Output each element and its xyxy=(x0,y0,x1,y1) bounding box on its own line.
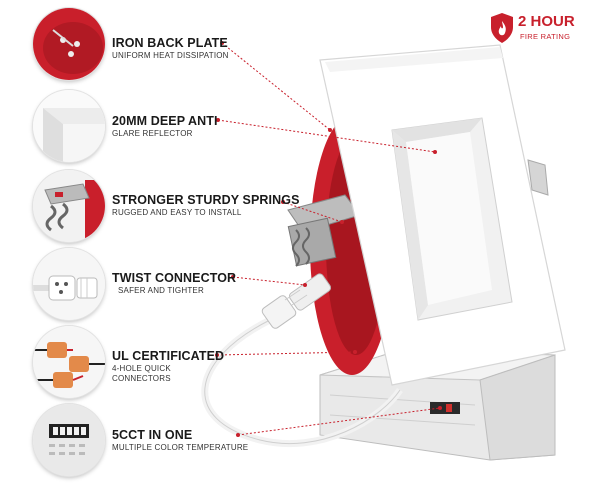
fire-rating-badge: 2 HOUR FIRE RATING xyxy=(489,12,599,48)
badge-subtitle: FIRE RATING xyxy=(520,32,571,41)
feature-springs: STRONGER STURDY SPRINGS RUGGED AND EASY … xyxy=(112,193,300,218)
spring-clip-icon xyxy=(33,170,105,242)
cct-switch-icon xyxy=(33,404,105,476)
wire-connector-icon xyxy=(33,326,105,398)
feature-subtitle: GLARE REFLECTOR xyxy=(112,129,193,138)
feature-subtitle: MULTIPLE COLOR TEMPERATURE xyxy=(112,443,249,452)
spring-clip xyxy=(287,194,361,267)
feature-subtitle: SAFER AND TIGHTER xyxy=(118,286,204,295)
twist-connector-icon xyxy=(33,248,105,320)
fire-shield-icon xyxy=(491,13,513,43)
twist-connector xyxy=(261,273,332,329)
iron-back-plate-icon xyxy=(33,8,105,80)
badge-title: 2 HOUR xyxy=(518,13,575,30)
cct-switch xyxy=(430,402,460,414)
feature-5cct: 5CCT IN ONE MULTIPLE COLOR TEMPERATURE xyxy=(112,428,248,453)
feature-twist-connector: TWIST CONNECTOR SAFER AND TIGHTER xyxy=(112,271,236,296)
feature-iron-back-plate: IRON BACK PLATE UNIFORM HEAT DISSIPATION xyxy=(112,36,229,61)
feature-title: 5CCT IN ONE xyxy=(112,428,193,442)
feature-title: UL CERTIFICATED xyxy=(112,349,225,363)
feature-title: 20MM DEEP ANTI xyxy=(112,114,218,128)
feature-subtitle: RUGGED AND EASY TO INSTALL xyxy=(112,208,242,217)
leader-lines xyxy=(216,42,441,436)
feature-subtitle: 4-HOLE QUICK CONNECTORS xyxy=(112,364,171,383)
feature-title: TWIST CONNECTOR xyxy=(112,271,237,285)
feature-ul-certificated: UL CERTIFICATED 4-HOLE QUICK CONNECTORS xyxy=(112,349,224,384)
feature-title: IRON BACK PLATE xyxy=(112,36,228,50)
feature-subtitle: UNIFORM HEAT DISSIPATION xyxy=(112,51,229,60)
reflector-icon xyxy=(33,90,105,162)
feature-title: STRONGER STURDY SPRINGS xyxy=(112,193,300,207)
feature-reflector: 20MM DEEP ANTI GLARE REFLECTOR xyxy=(112,114,218,139)
